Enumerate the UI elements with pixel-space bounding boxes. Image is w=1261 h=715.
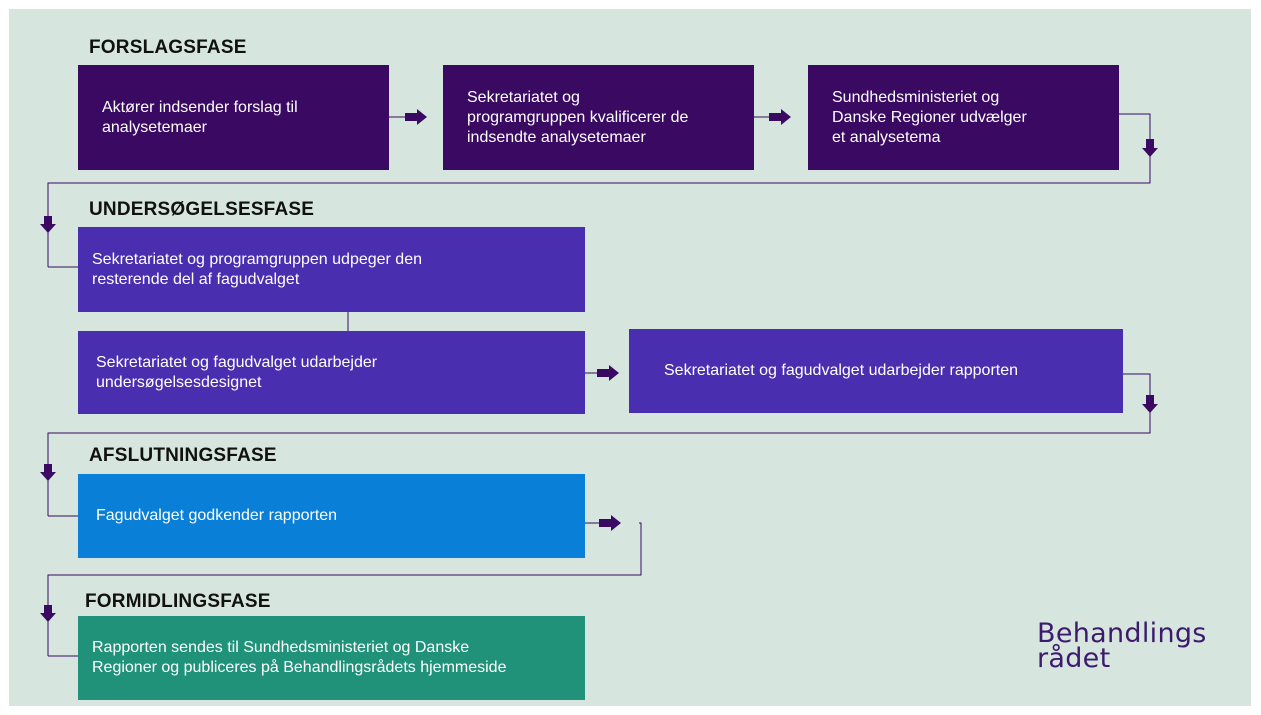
step-forslag-1: Aktører indsender forslag til analysetem… xyxy=(78,65,389,170)
connector-wrap-3 xyxy=(47,522,642,613)
step-undersog-1-text: Sekretariatet og programgruppen udpeger … xyxy=(92,250,422,288)
arrow-right-icon xyxy=(599,515,621,531)
step-undersog-2: Sekretariatet og fagudvalget udarbejder … xyxy=(78,331,585,414)
arrow-right-icon xyxy=(597,365,619,381)
step-formidl-1: Rapporten sendes til Sundhedsministeriet… xyxy=(78,616,585,700)
step-undersog-3: Sekretariatet og fagudvalget udarbejder … xyxy=(629,329,1123,413)
step-afslut-1-text: Fagudvalget godkender rapporten xyxy=(96,507,338,524)
phase-title-forslag: FORSLAGSFASE xyxy=(89,37,247,58)
arrow-down-icon xyxy=(1142,139,1158,157)
arrow-down-icon xyxy=(40,216,56,233)
step-forslag-3: Sundhedsministeriet og Danske Regioner u… xyxy=(808,65,1119,170)
connector-wrap-2 xyxy=(47,373,1151,473)
step-undersog-3-text: Sekretariatet og fagudvalget udarbejder … xyxy=(664,362,1019,379)
step-forslag-3-text: Sundhedsministeriet og Danske Regioner u… xyxy=(832,88,1027,146)
step-undersog-2-text: Sekretariatet og fagudvalget udarbejder … xyxy=(96,353,378,391)
arrow-down-icon xyxy=(40,605,56,622)
phase-title-formidl: FORMIDLINGSFASE xyxy=(85,591,271,612)
step-forslag-1-text: Aktører indsender forslag til analysetem… xyxy=(102,98,298,136)
arrow-down-icon xyxy=(40,464,56,481)
arrow-right-icon xyxy=(769,109,791,125)
connector-wrap-1 xyxy=(47,113,1151,224)
arrow-down-icon xyxy=(1142,395,1158,413)
diagram-canvas: FORSLAGSFASE UNDERSØGELSESFASE AFSLUTNIN… xyxy=(9,9,1251,706)
step-afslut-1: Fagudvalget godkender rapporten xyxy=(78,474,585,558)
arrow-right-icon xyxy=(405,109,427,125)
phase-title-afslut: AFSLUTNINGSFASE xyxy=(89,445,277,466)
step-forslag-2-text: Sekretariatet og programgruppen kvalific… xyxy=(467,88,689,146)
connector-lines xyxy=(40,109,1158,657)
step-undersog-1: Sekretariatet og programgruppen udpeger … xyxy=(78,227,585,312)
step-forslag-2: Sekretariatet og programgruppen kvalific… xyxy=(443,65,754,170)
step-formidl-1-text: Rapporten sendes til Sundhedsministeriet… xyxy=(92,639,507,676)
behandlingsraadet-logo: Behandlings rådet xyxy=(1037,618,1207,674)
phase-title-undersog: UNDERSØGELSESFASE xyxy=(89,199,315,220)
